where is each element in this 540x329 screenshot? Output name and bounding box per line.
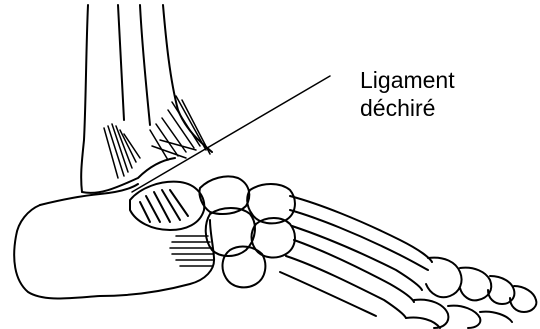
talus-bone [130, 182, 204, 230]
metatarsal-bones [280, 196, 432, 318]
fibula-bone [118, 5, 150, 125]
ligament-hatching-upper [104, 96, 210, 178]
annotation-label: Ligament déchiré [360, 66, 530, 122]
tarsal-bones [199, 176, 294, 287]
annotation-line2: déchiré [360, 94, 530, 122]
leader-line [132, 76, 330, 192]
annotation-line1: Ligament [360, 66, 530, 94]
